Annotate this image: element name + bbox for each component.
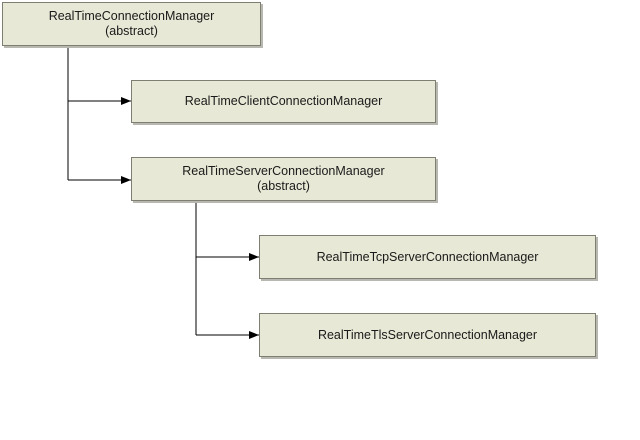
node-name: RealTimeClientConnectionManager — [184, 94, 383, 108]
node-name: RealTimeTcpServerConnectionManager — [316, 249, 539, 264]
node-realtime-server-connection-manager[interactable]: RealTimeServerConnectionManager (abstrac… — [131, 157, 436, 201]
node-stereotype: (abstract) — [257, 179, 310, 193]
node-realtime-connection-manager[interactable]: RealTimeConnectionManager (abstract) — [2, 2, 261, 46]
node-name: RealTimeConnectionManager — [48, 9, 215, 23]
node-realtime-client-connection-manager[interactable]: RealTimeClientConnectionManager — [131, 80, 436, 123]
node-name: RealTimeTlsServerConnectionManager — [317, 327, 538, 342]
node-stereotype: (abstract) — [105, 24, 158, 38]
node-realtime-tcp-server-connection-manager[interactable]: RealTimeTcpServerConnectionManager — [259, 235, 596, 279]
node-name: RealTimeServerConnectionManager — [182, 164, 385, 178]
node-realtime-tls-server-connection-manager[interactable]: RealTimeTlsServerConnectionManager — [259, 313, 596, 357]
